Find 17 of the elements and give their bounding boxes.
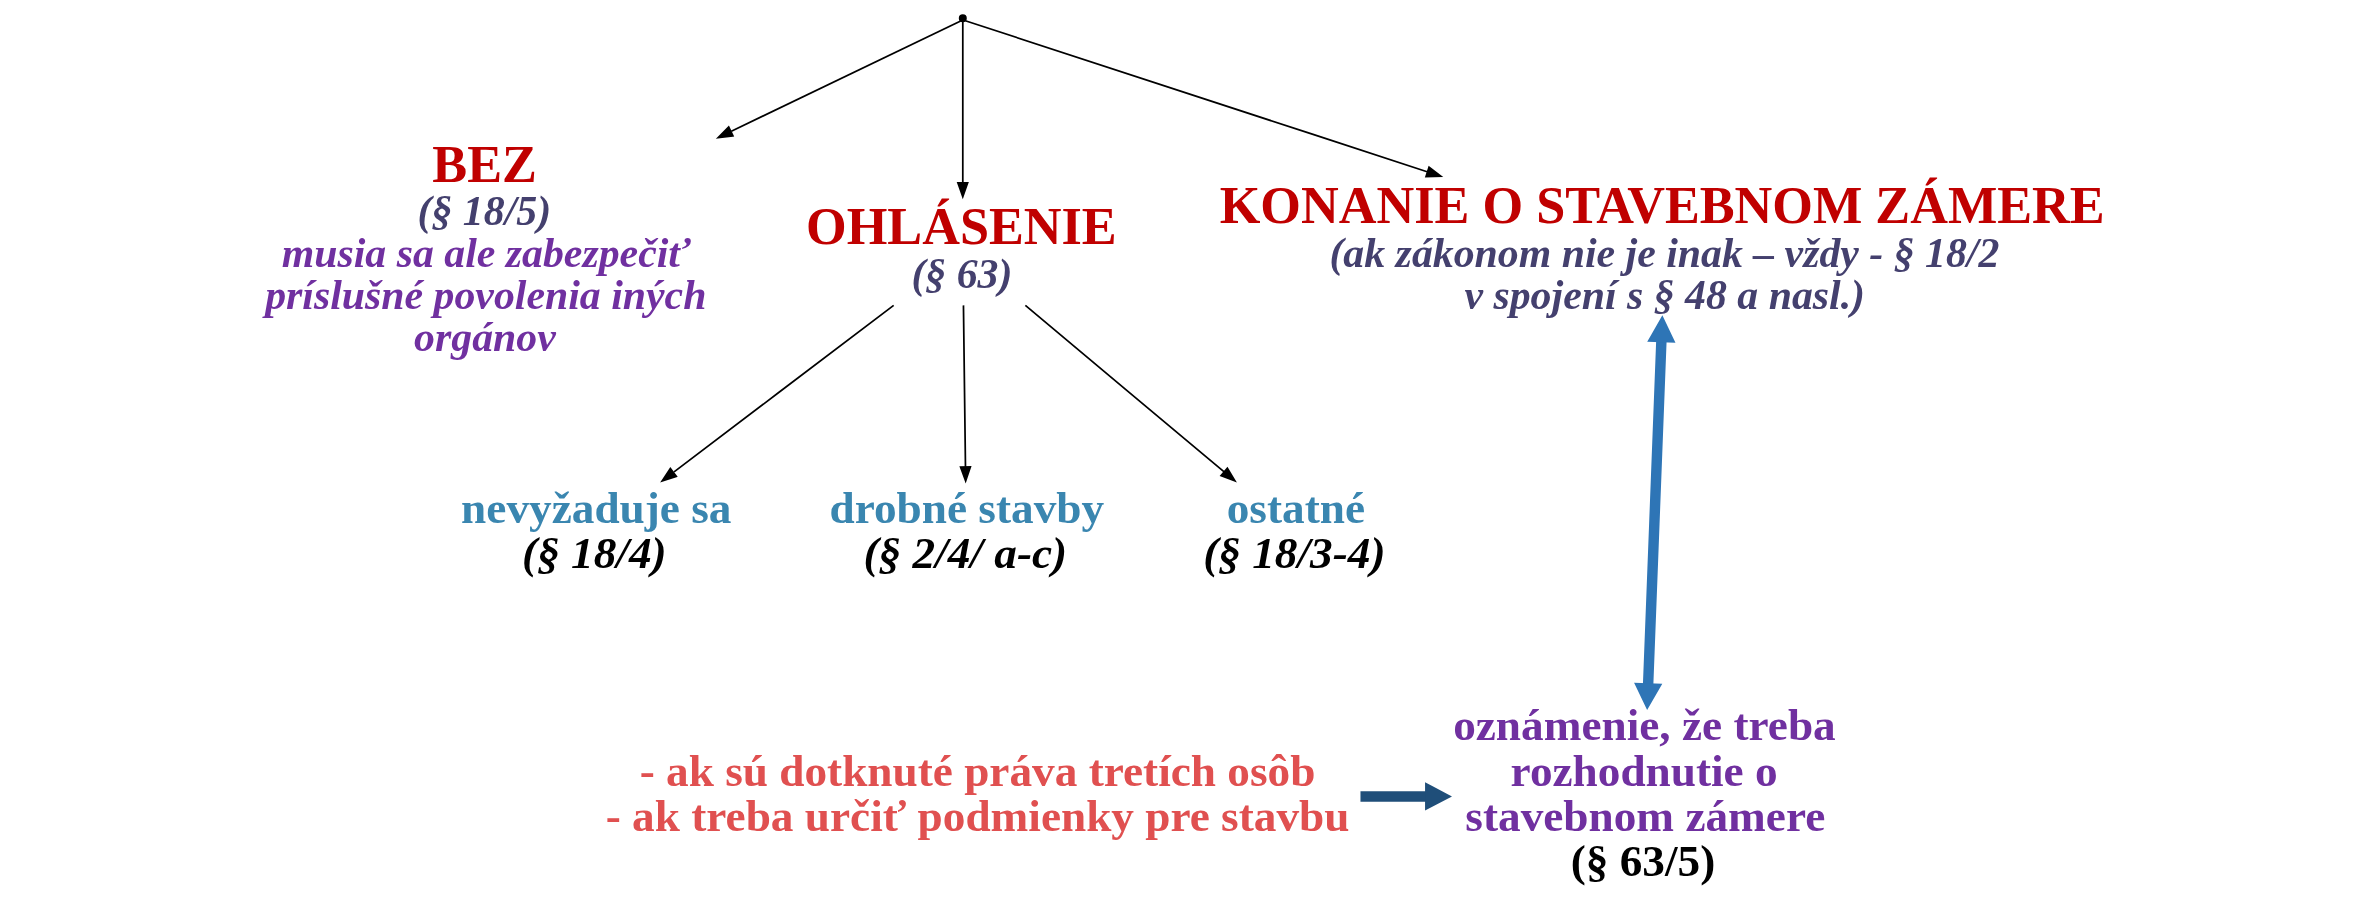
node-text: oznámenie, že treba rozhodnutie o stavebnom zámere (§ 63/5) — [1452, 700, 1836, 887]
node-text: ostatné (§ 18/3-4) — [1202, 482, 1385, 578]
node-text: KONANIE O STAVEBNOM ZÁMERE (ak zákonom nie je inak – vždy - § 18/2 v spojení s § 48 a nasl.) — [1219, 176, 2105, 319]
arrow — [958, 304, 972, 484]
arrow — [1024, 304, 1237, 483]
arrow — [659, 304, 895, 483]
arrow — [963, 19, 1443, 178]
node-text: BEZ (§ 18/5) musia sa ale zabezpečiť príslušné povolenia iných orgánov — [264, 134, 706, 360]
arrow — [956, 20, 969, 200]
node-text: drobné stavby (§ 2/4/ a-c) — [829, 482, 1104, 578]
arrow — [715, 20, 962, 139]
node-text: nevyžaduje sa (§ 18/4) — [460, 482, 731, 578]
node-text: OHLÁSENIE (§ 63) — [805, 197, 1117, 298]
arrow — [1359, 782, 1452, 811]
node-text: - ak sú dotknuté práva tretích osôb - ak treba určiť podmienky pre stavbu — [605, 745, 1349, 841]
arrow — [1633, 315, 1675, 711]
node-point — [958, 14, 967, 23]
